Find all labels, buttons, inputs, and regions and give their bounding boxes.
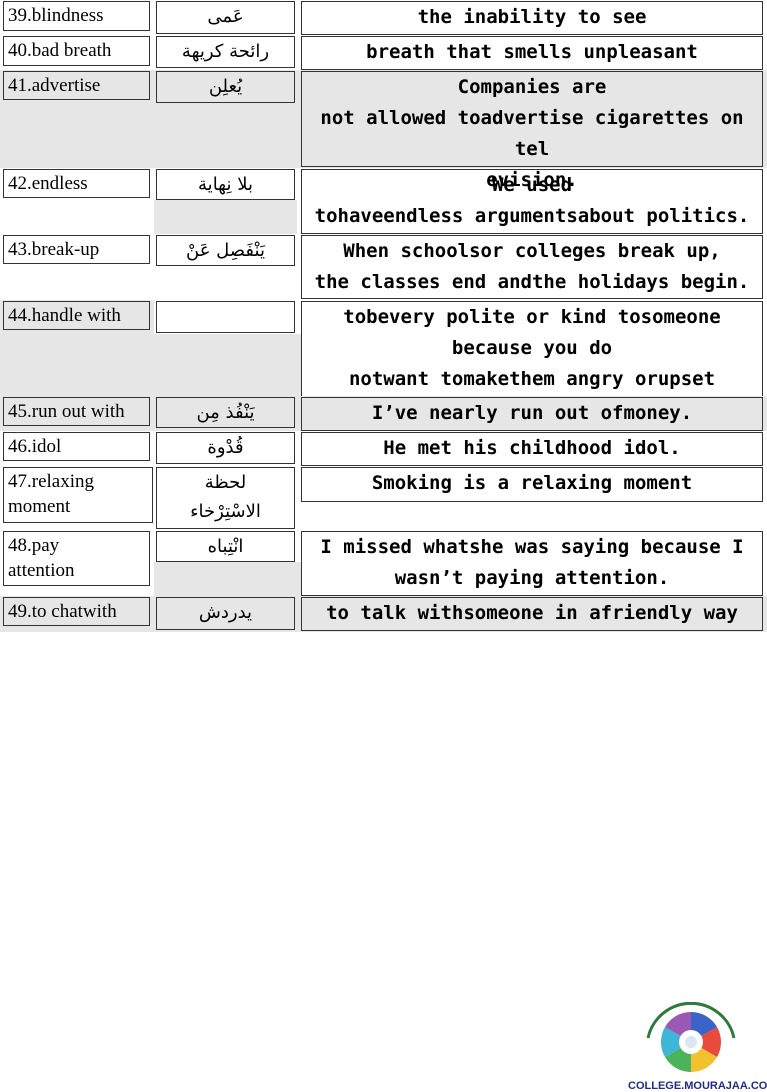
term-line: 48.pay: [8, 535, 60, 556]
term-cell: 42.endless: [3, 169, 150, 198]
definition-cell: the inability to see: [301, 1, 763, 35]
arabic-translation-cell: يُعلِن: [156, 71, 295, 103]
arabic-translation-cell: يدردش: [156, 597, 295, 630]
arabic-translation-cell: رائحة كريهة: [156, 36, 295, 68]
definition-cell: to talk withsomeone in afriendly way: [301, 597, 763, 631]
row-shade: [154, 200, 297, 234]
site-logo: COLLEGE.MOURAJAA.COM: [628, 1002, 767, 1092]
term-line: 47.relaxing: [8, 471, 95, 492]
logo-url-text: COLLEGE.MOURAJAA.COM: [628, 1080, 767, 1092]
term-cell: 48.pay attention: [3, 531, 150, 586]
arabic-translation-cell: يَنْفُذ مِن: [156, 397, 295, 428]
row-shade: [0, 300, 154, 396]
row-shade: [154, 334, 301, 396]
definition-cell: He met his childhood idol.: [301, 432, 763, 466]
row-shade: [154, 562, 301, 596]
definition-cell: I’ve nearly run out ofmoney.: [301, 397, 763, 431]
term-cell: 44.handle with: [3, 301, 150, 330]
arabic-translation-cell: قُدْوة: [156, 432, 295, 464]
logo-emblem-icon: [646, 1002, 736, 1072]
arabic-translation-cell: بلا نِهاية: [156, 169, 295, 200]
row-shade: [0, 70, 767, 168]
definition-cell: Companies are not allowed toadvertise ci…: [301, 71, 763, 191]
arabic-line: الاسْتِرْخاء: [190, 501, 261, 522]
term-cell: 40.bad breath: [3, 36, 150, 66]
term-cell: 46.idol: [3, 432, 150, 461]
definition-cell: breath that smells unpleasant: [301, 36, 763, 70]
definition-cell: Smoking is a relaxing moment: [301, 467, 763, 502]
arabic-translation-cell: انْتِباه: [156, 531, 295, 562]
arabic-translation-cell: يَنْفَصِل عَنْ: [156, 235, 295, 266]
arabic-translation-cell: عَمى: [156, 1, 295, 34]
arabic-translation-cell: لحظة الاسْتِرْخاء: [156, 467, 295, 529]
definition-cell: I missed whatshe was saying because I wa…: [301, 531, 763, 596]
definition-cell: We used tohaveendless argumentsabout pol…: [301, 169, 763, 234]
row-shade: [0, 596, 767, 632]
arabic-translation-cell: [156, 301, 295, 333]
arabic-line: لحظة: [204, 472, 247, 493]
term-cell: 43.break-up: [3, 235, 150, 264]
term-cell: 47.relaxing moment: [3, 467, 153, 523]
term-cell: 41.advertise: [3, 71, 150, 100]
definition-cell: When schoolsor colleges break up, the cl…: [301, 235, 763, 299]
term-line: moment: [8, 496, 71, 517]
definition-cell: tobevery polite or kind tosomeone becaus…: [301, 301, 763, 397]
term-cell: 39.blindness: [3, 1, 150, 31]
term-cell: 49.to chatwith: [3, 597, 150, 626]
term-cell: 45.run out with: [3, 397, 150, 426]
term-line: attention: [8, 560, 75, 581]
